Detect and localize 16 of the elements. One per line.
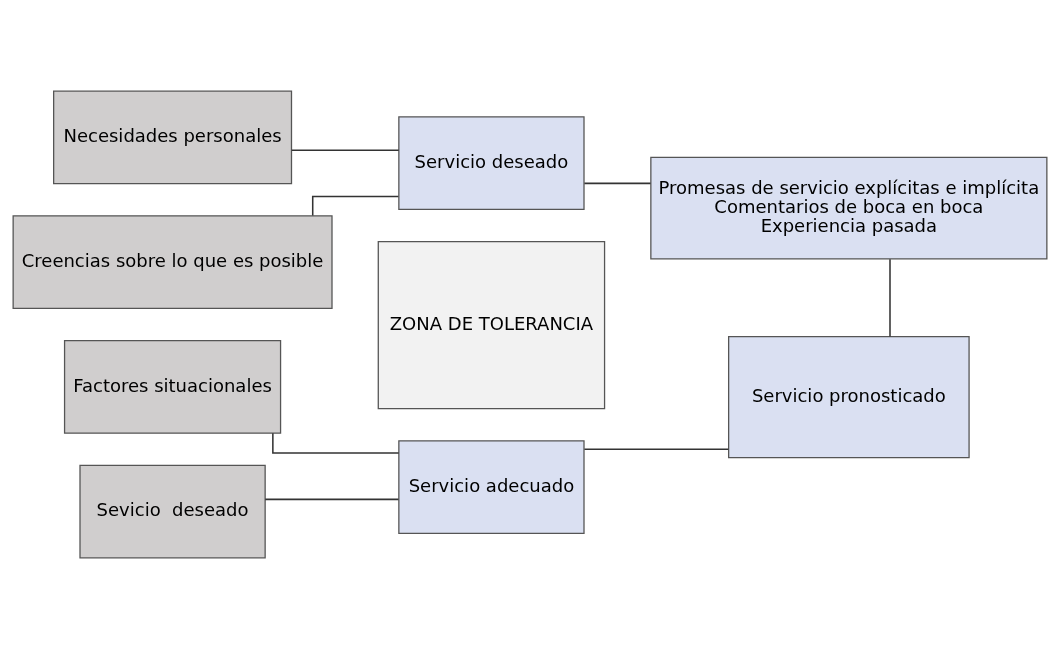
- connector: [264, 498, 400, 500]
- node-box: Necesidades personales: [53, 90, 293, 184]
- connector: [583, 447, 730, 450]
- node-box: Promesas de servicio explícitas e implícita Comentarios de boca en boca Experiencia pasada: [650, 156, 1048, 260]
- connector: [291, 149, 400, 151]
- node-box: Creencias sobre lo que es posible: [12, 214, 333, 309]
- node-box: Servicio deseado: [398, 115, 585, 210]
- node-box: ZONA DE TOLERANCIA: [377, 240, 606, 409]
- node-box: Servicio adecuado: [398, 439, 585, 534]
- node-box: Servicio pronosticado: [728, 335, 970, 458]
- connector: [272, 431, 400, 454]
- node-box: Sevicio deseado: [79, 464, 266, 558]
- connector: [889, 258, 891, 337]
- connector: [311, 195, 400, 216]
- node-box: Factores situacionales: [63, 339, 282, 434]
- connector: [583, 182, 652, 184]
